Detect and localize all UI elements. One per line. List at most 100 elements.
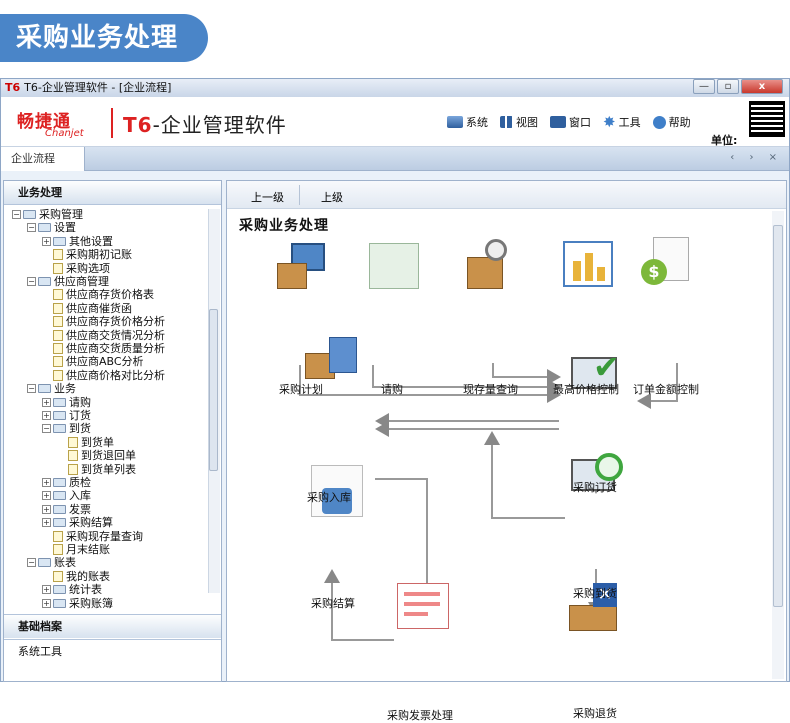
purchase-plan-icon[interactable] <box>277 241 325 289</box>
tree-item[interactable]: 采购现存量查询 <box>42 530 143 543</box>
purchase-return-icon[interactable]: ✕ <box>569 583 623 631</box>
expand-icon[interactable]: + <box>42 478 51 487</box>
expand-icon[interactable]: + <box>42 236 51 246</box>
tree-item-label: 到货单列表 <box>81 462 136 476</box>
tree-item[interactable]: −到货 <box>42 422 91 435</box>
tree-item-label: 采购账簿 <box>69 596 113 610</box>
max-price-icon[interactable] <box>563 241 613 287</box>
tree-item[interactable]: 到货退回单 <box>57 449 136 462</box>
expand-icon[interactable]: + <box>42 397 51 407</box>
collapse-icon[interactable]: − <box>27 223 36 233</box>
collapse-icon[interactable]: − <box>27 384 36 394</box>
amount-control-icon[interactable]: $ <box>641 237 691 287</box>
up-level-button[interactable]: 上级 <box>321 191 343 204</box>
collapse-icon[interactable]: − <box>27 558 36 568</box>
expand-icon[interactable]: + <box>42 598 51 608</box>
node-purchase-return[interactable]: 采购退货 <box>573 707 617 720</box>
collapse-icon[interactable]: − <box>42 424 51 434</box>
node-purchase-arrival[interactable]: 采购到货 <box>573 587 617 600</box>
menu-tools[interactable]: ✸工具 <box>603 113 641 131</box>
expand-icon[interactable]: + <box>42 504 51 514</box>
node-request[interactable]: 请购 <box>381 383 403 396</box>
tree-item[interactable]: 供应商交货质量分析 <box>42 342 165 355</box>
tree-item[interactable]: +其他设置 <box>42 235 113 248</box>
sidebar-item-system-tools[interactable]: 系统工具 <box>4 639 221 663</box>
sidebar-header[interactable]: 业务处理 <box>4 181 221 205</box>
tree-item[interactable]: −供应商管理 <box>27 275 109 288</box>
maximize-button[interactable]: ▫ <box>717 79 739 94</box>
expand-icon[interactable]: + <box>42 491 51 501</box>
expand-icon[interactable]: + <box>42 585 51 595</box>
tree-item[interactable]: − 账表 <box>27 556 76 569</box>
purchase-arrival-icon[interactable] <box>571 453 625 501</box>
node-max-price[interactable]: 最高价格控制 <box>553 383 619 396</box>
tree-item[interactable]: +采购结算 <box>42 516 113 529</box>
node-purchase-settle[interactable]: 采购结算 <box>311 597 355 610</box>
tree-item[interactable]: −采购管理 <box>12 208 83 221</box>
expand-icon[interactable]: + <box>42 411 51 420</box>
node-purchase-plan[interactable]: 采购计划 <box>279 383 323 396</box>
tab-enterprise-flow[interactable]: 企业流程 <box>1 147 85 171</box>
tab-nav[interactable]: ‹ › × <box>730 152 783 163</box>
menu-system[interactable]: 系统 <box>447 113 488 131</box>
invoice-process-icon[interactable] <box>397 583 449 629</box>
folder-icon <box>23 210 36 219</box>
tree-item[interactable]: +质检 <box>42 476 91 489</box>
tree-item[interactable]: 供应商存货价格分析 <box>42 315 165 328</box>
close-button[interactable]: x <box>741 79 783 94</box>
node-stock-query[interactable]: 现存量查询 <box>463 383 518 396</box>
tree-item[interactable]: +入库 <box>42 489 91 502</box>
prev-level-button[interactable]: 上一级 <box>251 191 284 204</box>
tree-item[interactable]: +请购 <box>42 396 91 409</box>
folder-icon <box>53 478 66 487</box>
stock-query-icon[interactable] <box>467 239 517 289</box>
tree-item[interactable]: 供应商催货函 <box>42 302 132 315</box>
purchase-order-icon[interactable]: ✔ <box>571 351 625 395</box>
tree-item[interactable]: 到货单列表 <box>57 463 136 476</box>
tree-item[interactable]: +发票 <box>42 503 91 516</box>
collapse-icon[interactable]: − <box>12 210 21 219</box>
tree-item[interactable]: 月末结账 <box>42 543 110 556</box>
expand-icon[interactable]: + <box>42 518 51 528</box>
tree-item[interactable]: −设置 <box>27 221 76 234</box>
folder-icon <box>53 598 66 608</box>
tree-item[interactable]: 供应商价格对比分析 <box>42 369 165 382</box>
tree-item[interactable]: +统计表 <box>42 583 102 596</box>
node-purchase-order[interactable]: 采购订货 <box>573 481 617 494</box>
menu-help[interactable]: 帮助 <box>652 113 691 131</box>
tree-item[interactable]: 我的账表 <box>42 570 110 583</box>
node-invoice-process[interactable]: 采购发票处理 <box>387 709 453 722</box>
sidebar-scrollbar[interactable] <box>208 209 220 593</box>
document-icon <box>53 329 63 341</box>
tree-item[interactable]: + 采购账簿 <box>42 597 113 610</box>
tree-item-label: 供应商ABC分析 <box>66 355 144 369</box>
scroll-thumb[interactable] <box>773 225 783 607</box>
tree-item[interactable]: +订货 <box>42 409 91 422</box>
menu-window[interactable]: 窗口 <box>550 113 591 131</box>
tree-item[interactable]: 供应商存货价格表 <box>42 288 154 301</box>
tree-item[interactable]: 采购期初记账 <box>42 248 132 261</box>
collapse-icon[interactable]: − <box>27 277 36 286</box>
flow-scrollbar[interactable] <box>772 211 784 679</box>
tree-item-label: 到货单 <box>81 435 114 449</box>
tree-item[interactable]: 采购选项 <box>42 262 110 275</box>
tree-item-label: 采购现存量查询 <box>66 529 143 543</box>
tree-item[interactable]: −业务 <box>27 382 76 395</box>
tree-item-label: 账表 <box>54 556 76 570</box>
document-icon <box>53 570 63 582</box>
purchase-request-icon[interactable] <box>369 243 419 289</box>
purchase-settle-icon[interactable] <box>311 465 363 517</box>
scroll-thumb[interactable] <box>209 309 218 471</box>
purchase-inbound-icon[interactable] <box>305 333 361 381</box>
tree-item[interactable]: 供应商交货情况分析 <box>42 329 165 342</box>
node-purchase-inbound[interactable]: 采购入库 <box>307 491 351 504</box>
tree-item[interactable]: 供应商ABC分析 <box>42 355 144 368</box>
document-icon <box>53 262 63 274</box>
node-amount-control[interactable]: 订单金额控制 <box>633 383 699 396</box>
page-banner: 采购业务处理 <box>0 14 208 62</box>
sidebar-item-basic-archive[interactable]: 基础档案 <box>4 614 221 638</box>
menu-view[interactable]: 视图 <box>500 113 538 131</box>
tree-item[interactable]: 到货单 <box>57 436 114 449</box>
minimize-button[interactable]: — <box>693 79 715 94</box>
tree-item-label: 月末结账 <box>66 543 110 556</box>
